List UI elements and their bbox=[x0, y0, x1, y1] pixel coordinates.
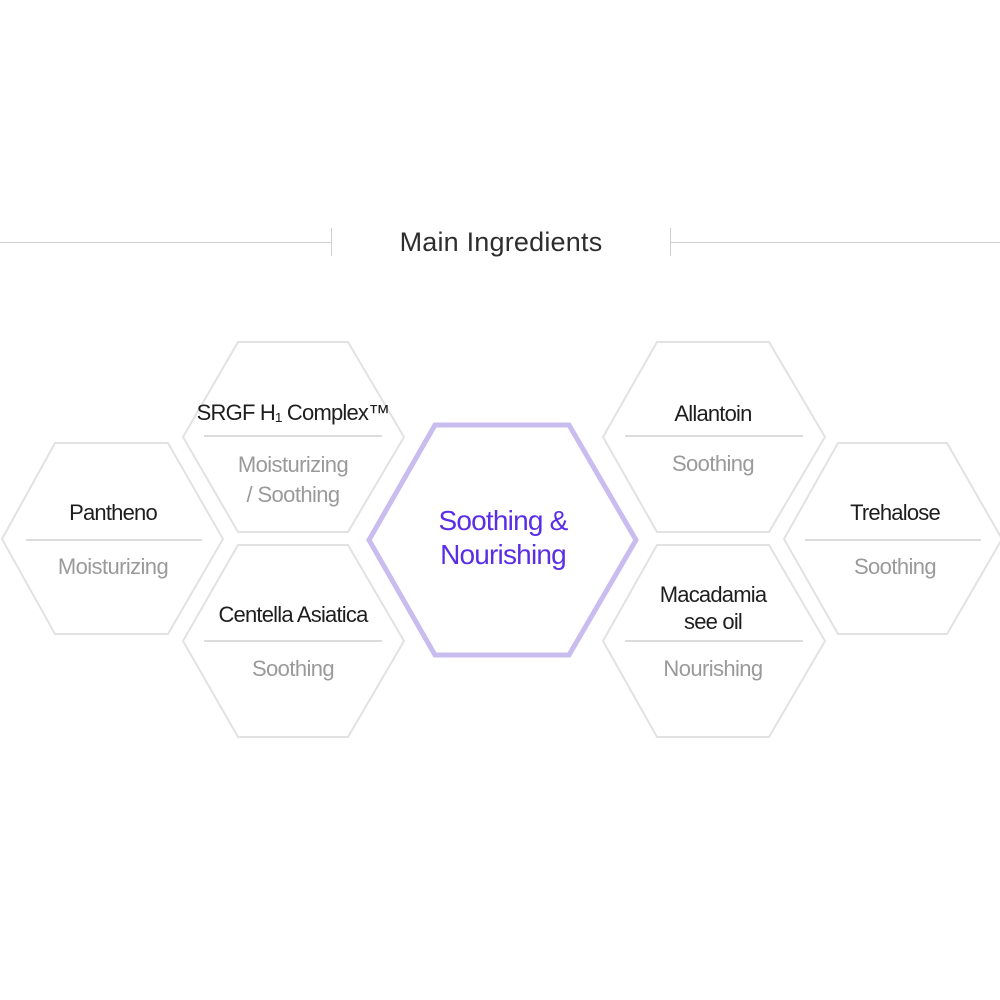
header-tick-left bbox=[331, 228, 332, 256]
ingredient-divider-macadamia bbox=[625, 640, 803, 642]
ingredient-name-allantoin: Allantoin bbox=[674, 401, 752, 426]
center-label-line2: Nourishing bbox=[440, 539, 567, 570]
ingredient-name-trehalose: Trehalose bbox=[850, 500, 941, 525]
ingredient-effect-pantheno: Moisturizing bbox=[57, 554, 169, 579]
center-label-line1: Soothing & bbox=[438, 505, 569, 536]
ingredient-divider-centella bbox=[204, 640, 382, 642]
center-label: Soothing & Nourishing bbox=[383, 504, 623, 572]
hexagon-allantoin bbox=[601, 341, 827, 533]
ingredient-divider-trehalose bbox=[805, 539, 981, 541]
ingredient-effect-macadamia: Nourishing bbox=[663, 656, 763, 681]
header-line-right bbox=[671, 242, 1000, 243]
header-tick-right bbox=[670, 228, 671, 256]
hexagon-center bbox=[366, 422, 639, 658]
ingredient-divider-srgf bbox=[204, 435, 382, 437]
ingredient-name-macadamia-line2: see oil bbox=[684, 609, 743, 634]
ingredient-effect-srgf-line1: Moisturizing bbox=[237, 452, 349, 477]
ingredient-name-pantheno: Pantheno bbox=[69, 500, 158, 525]
ingredient-name-centella: Centella Asiatica bbox=[218, 602, 368, 627]
ingredient-effect-trehalose: Soothing bbox=[853, 554, 937, 579]
ingredient-effect-srgf-line2: / Soothing bbox=[246, 482, 340, 507]
header-line-left bbox=[0, 242, 331, 243]
ingredient-effect-allantoin: Soothing bbox=[671, 451, 755, 476]
hexagon-pantheno bbox=[0, 442, 225, 635]
ingredient-name-macadamia-line1: Macadamia bbox=[659, 582, 767, 607]
ingredient-divider-pantheno bbox=[26, 539, 202, 541]
ingredient-name-srgf: SRGF H₁ Complex™ bbox=[196, 400, 390, 425]
hexagon-trehalose bbox=[782, 442, 1000, 635]
page-title: Main Ingredients bbox=[399, 227, 603, 257]
ingredient-divider-allantoin bbox=[625, 435, 803, 437]
ingredient-effect-centella: Soothing bbox=[251, 656, 335, 681]
hexagon-srgf bbox=[181, 341, 406, 533]
